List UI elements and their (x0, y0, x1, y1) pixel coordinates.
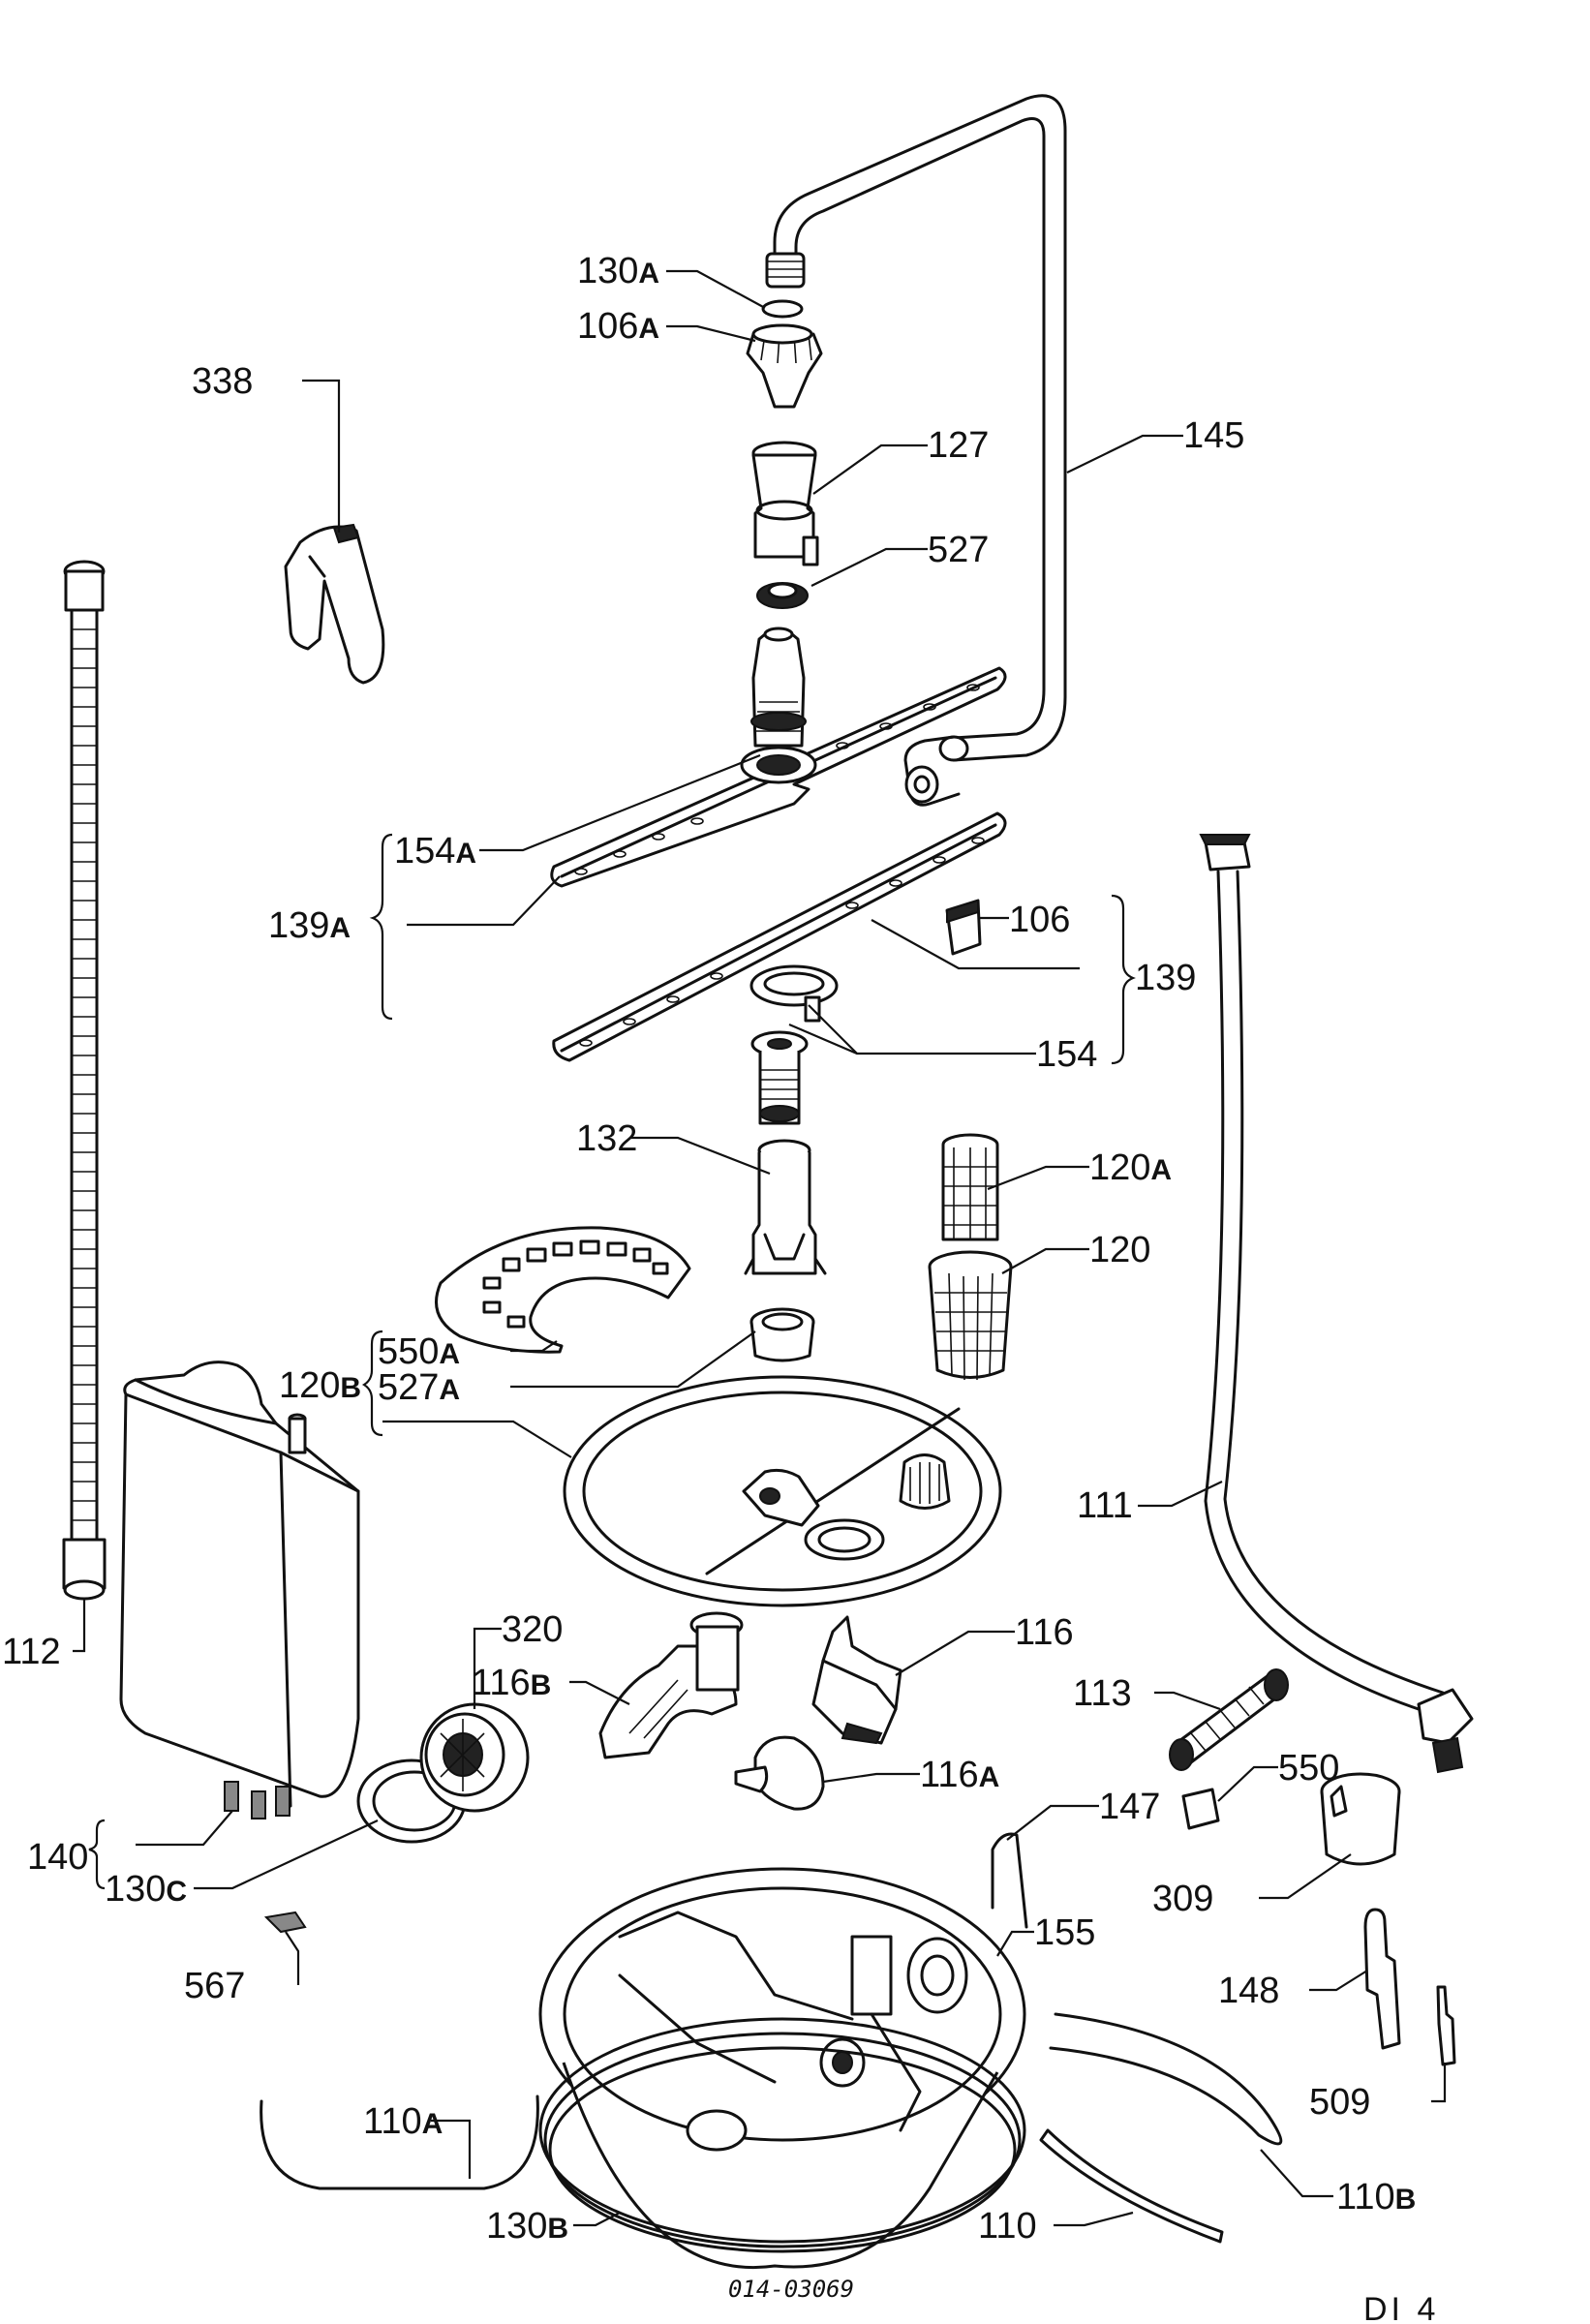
part-132-tube (744, 1139, 827, 1275)
label-116a: 116A (920, 1755, 999, 1795)
part-527a-ring (749, 1307, 815, 1362)
part-116a-cap (734, 1735, 825, 1811)
part-527-nut (756, 582, 809, 609)
part-110-hose (1039, 2128, 1224, 2244)
label-338: 338 (192, 361, 253, 402)
label-309: 309 (1152, 1879, 1213, 1919)
label-132: 132 (576, 1118, 637, 1159)
part-320-impeller-housing (419, 1702, 530, 1813)
part-127-bushing (751, 441, 819, 566)
label-567: 567 (184, 1966, 245, 2006)
label-111: 111 (1077, 1485, 1133, 1526)
bracket-120b (361, 1330, 383, 1437)
part-106-clip (945, 899, 982, 956)
part-120-filter (928, 1133, 1013, 1381)
part-113-hose-section (1169, 1668, 1289, 1771)
label-116: 116 (1015, 1612, 1074, 1653)
part-550-small-block (1181, 1788, 1220, 1830)
label-120a: 120A (1089, 1147, 1172, 1188)
part-550a-filter-plate (435, 1226, 691, 1354)
part-154-bearing (750, 1030, 809, 1125)
label-145: 145 (1183, 415, 1244, 456)
label-106: 106 (1009, 900, 1070, 940)
leader-lines (73, 269, 1447, 2227)
part-148-bracket (1363, 1908, 1401, 2050)
label-106a: 106A (577, 306, 659, 347)
part-309-cylinder (1320, 1772, 1401, 1866)
label-127: 127 (928, 425, 989, 466)
label-147: 147 (1099, 1787, 1160, 1827)
part-140-softener-box (119, 1361, 360, 1819)
part-139-lower-spray-arm (552, 811, 1007, 1062)
part-110b-hose (1049, 2012, 1283, 2146)
bracket-140 (88, 1819, 106, 1890)
label-320: 320 (502, 1609, 563, 1650)
label-139a: 139A (268, 905, 351, 946)
part-120b-sump-cover (563, 1375, 1002, 1607)
label-110: 110 (978, 2206, 1037, 2247)
label-110b: 110B (1336, 2177, 1416, 2217)
part-112-flexible-hose (62, 560, 107, 1601)
label-130c: 130C (105, 1869, 187, 1910)
label-120b: 120B (279, 1365, 361, 1406)
part-116-valve-body (811, 1615, 902, 1745)
part-130a-o-ring (761, 299, 804, 319)
label-130b: 130B (486, 2206, 568, 2247)
label-527: 527 (928, 530, 989, 570)
label-148: 148 (1218, 1971, 1279, 2011)
part-116b-manifold (598, 1611, 744, 1759)
label-155: 155 (1034, 1912, 1095, 1953)
label-116b: 116B (472, 1663, 551, 1703)
label-550a: 550A (378, 1331, 460, 1372)
filter-plate-slots (482, 1239, 669, 1329)
part-111-inlet-hose (1199, 834, 1474, 1774)
part-338-clip (284, 523, 385, 685)
part-509-pin (1436, 1985, 1456, 2066)
bracket-139 (1111, 894, 1136, 1065)
part-labels: 130A 106A 338 127 145 527 154A 139A 106 … (2, 251, 1416, 2247)
label-550: 550 (1278, 1748, 1339, 1789)
label-130a: 130A (577, 251, 659, 291)
part-147-wire-clip (991, 1832, 1028, 1929)
label-110a: 110A (363, 2101, 443, 2142)
label-527a: 527A (378, 1367, 460, 1408)
part-155-sump-body (538, 1867, 1026, 2269)
page-id: DI 4 (1363, 2291, 1439, 2324)
label-154a: 154A (394, 831, 476, 872)
label-120: 120 (1089, 1230, 1150, 1270)
label-113: 113 (1073, 1673, 1132, 1714)
label-139: 139 (1135, 958, 1196, 998)
part-130b-large-seal (538, 2017, 1026, 2253)
label-112: 112 (2, 1632, 61, 1672)
bracket-139a (369, 833, 393, 1021)
part-145-upper-spray-pipe (765, 94, 1067, 807)
label-154: 154 (1036, 1034, 1097, 1075)
drawing-code: 014-03069 (728, 2276, 854, 2303)
part-110a-hose (260, 2095, 539, 2190)
label-509: 509 (1309, 2082, 1370, 2123)
part-567-clip (263, 1911, 307, 1934)
part-106a-nut (746, 323, 823, 409)
label-140: 140 (27, 1837, 88, 1878)
